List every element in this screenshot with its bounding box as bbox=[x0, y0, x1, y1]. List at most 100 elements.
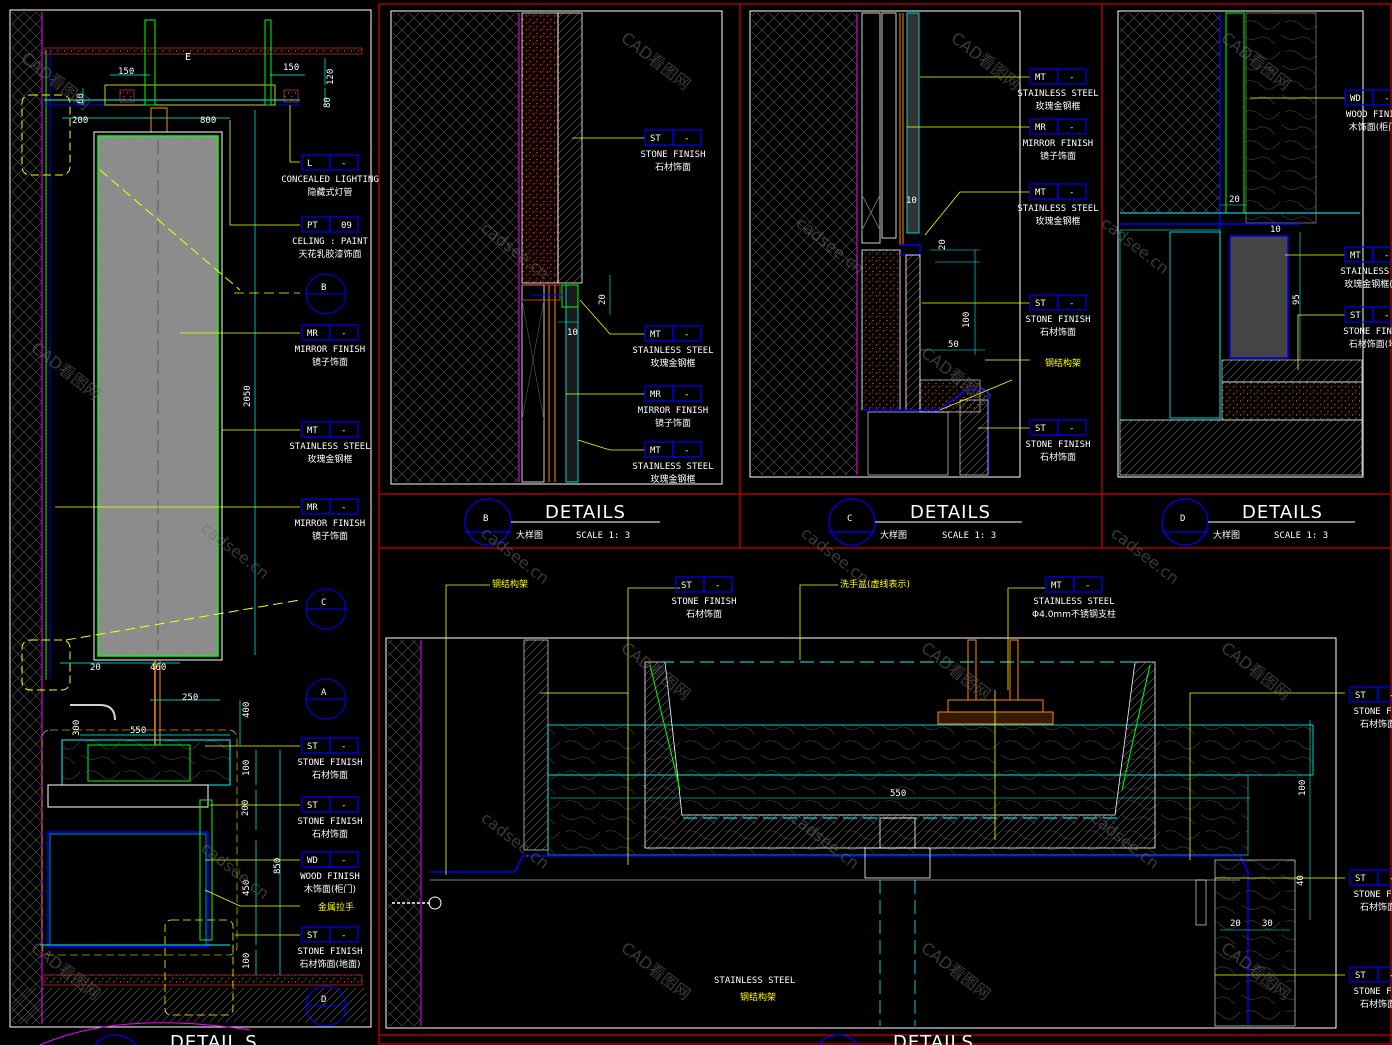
tag-num: - bbox=[1384, 311, 1389, 321]
detail-b-scale: SCALE 1: 3 bbox=[576, 531, 630, 541]
tag-en: MIRROR FINISH bbox=[295, 519, 365, 529]
tag-code: WD bbox=[307, 856, 318, 866]
tag-en: STAINLESS STEEL bbox=[632, 462, 713, 472]
tag-cn: 玫瑰金钢框 bbox=[650, 357, 695, 369]
tag-cn: 石材饰面 bbox=[312, 769, 348, 781]
tag-num: - bbox=[1069, 73, 1074, 83]
watermark-text: cadsee.cn bbox=[1108, 523, 1183, 588]
tag-code: L bbox=[307, 159, 312, 169]
watermark-text: cadsee.cn bbox=[198, 838, 273, 903]
tag-num: - bbox=[1389, 971, 1392, 981]
dim-label: 30 bbox=[1262, 919, 1273, 929]
left-elevation: 150 150 120 80 60 200 800 2050 20 460 25… bbox=[9, 9, 379, 1028]
dim-label: 100 bbox=[962, 312, 972, 328]
tag-num-box bbox=[1073, 576, 1103, 593]
detail-c-title: DETAILS bbox=[910, 502, 991, 523]
tag-num-box bbox=[329, 737, 359, 754]
watermark-text: CAD看图网 bbox=[948, 28, 1025, 94]
tag-cn: 石材饰面 bbox=[1360, 901, 1392, 913]
watermark-text: cadsee.cn bbox=[1098, 213, 1173, 278]
dim-label: 400 bbox=[242, 702, 252, 718]
tag-en: STONE FINISH bbox=[297, 947, 362, 957]
tag-cn: 天花乳胶漆饰面 bbox=[298, 248, 361, 260]
tag-num: - bbox=[684, 390, 689, 400]
tag-num-box bbox=[1057, 118, 1087, 135]
dim-label: 850 bbox=[273, 858, 283, 874]
tag-code: MR bbox=[307, 329, 318, 339]
tag-cn: 石材饰面(地面) bbox=[299, 958, 360, 970]
detail-c-letter: C bbox=[847, 514, 852, 524]
dim-label: 150 bbox=[118, 67, 134, 77]
tag-code: MT bbox=[1035, 188, 1046, 198]
detail-d-scale: SCALE 1: 3 bbox=[1274, 531, 1328, 541]
tag-cn: 木饰面(柜门 bbox=[1349, 121, 1392, 133]
handle-note: 金属拉手 bbox=[318, 901, 354, 913]
watermark-text: CAD看图网 bbox=[918, 938, 995, 1004]
tag-num-box bbox=[329, 851, 359, 868]
tag-num-box bbox=[672, 325, 702, 342]
tag-num-box bbox=[672, 129, 702, 146]
tag-en: STONE FINISH bbox=[297, 758, 362, 768]
marker-e: E bbox=[185, 52, 191, 63]
tag-code: MT bbox=[1350, 251, 1361, 261]
tag-en: STAINLESS STEEL bbox=[289, 442, 370, 452]
tag-num: - bbox=[1389, 874, 1392, 884]
material-tag: WD - WOOD FINIS木饰面(柜门 bbox=[1344, 89, 1392, 133]
tag-num: - bbox=[684, 446, 689, 456]
dim-label: 550 bbox=[890, 789, 906, 799]
tag-num-box bbox=[1377, 686, 1392, 703]
panel-a-bottom-note-cn: 钢结构架 bbox=[740, 991, 776, 1003]
tag-cn: 玫瑰金钢框 bbox=[307, 453, 352, 465]
tag-num-box bbox=[329, 216, 359, 233]
tag-num-box bbox=[1377, 966, 1392, 983]
dim-label: 100 bbox=[242, 760, 252, 776]
material-tag: MT-STAINLESS ST玫瑰金钢框(明 bbox=[1340, 246, 1392, 290]
callout-letter: A bbox=[321, 688, 327, 698]
tag-num: - bbox=[715, 581, 720, 591]
tag-num: - bbox=[341, 503, 346, 513]
tag-code: WD bbox=[1350, 94, 1361, 104]
tag-code: ST bbox=[1350, 311, 1361, 321]
dim-label: 95 bbox=[1292, 294, 1302, 305]
tag-en: WOOD FINISH bbox=[300, 872, 360, 882]
tag-en: WOOD FINIS bbox=[1346, 110, 1392, 120]
tag-en: CONCEALED LIGHTING bbox=[281, 175, 379, 185]
detail-b-cn: 大样图 bbox=[516, 529, 543, 541]
dim-label: 150 bbox=[283, 63, 299, 73]
tag-num: - bbox=[1384, 94, 1389, 104]
dim-label: 100 bbox=[1298, 780, 1308, 796]
tag-code: ST bbox=[681, 581, 692, 591]
tag-num-box bbox=[1057, 419, 1087, 436]
left-elevation-dims: 150 150 120 80 60 200 800 2050 20 460 25… bbox=[72, 52, 336, 969]
tag-cn: 石材饰面 bbox=[686, 608, 722, 620]
watermark-text: CAD看图网 bbox=[918, 638, 995, 704]
dim-label: 80 bbox=[323, 97, 333, 108]
dim-label: 120 bbox=[326, 69, 336, 85]
tag-num-box bbox=[329, 154, 359, 171]
tag-num-box bbox=[1372, 89, 1392, 106]
tag-num: - bbox=[1389, 691, 1392, 701]
tag-code: MT bbox=[650, 330, 661, 340]
tag-code: MT bbox=[1035, 73, 1046, 83]
tag-code: ST bbox=[1355, 874, 1366, 884]
tag-num-box bbox=[1057, 294, 1087, 311]
left-section-callouts bbox=[305, 273, 347, 1027]
tag-en: STAINLESS STEEL bbox=[1017, 204, 1098, 214]
dim-label: 60 bbox=[76, 93, 86, 104]
panel-a-note-basin: 洗手盆(虚线表示) bbox=[840, 578, 910, 590]
callout-letter: D bbox=[321, 995, 326, 1005]
